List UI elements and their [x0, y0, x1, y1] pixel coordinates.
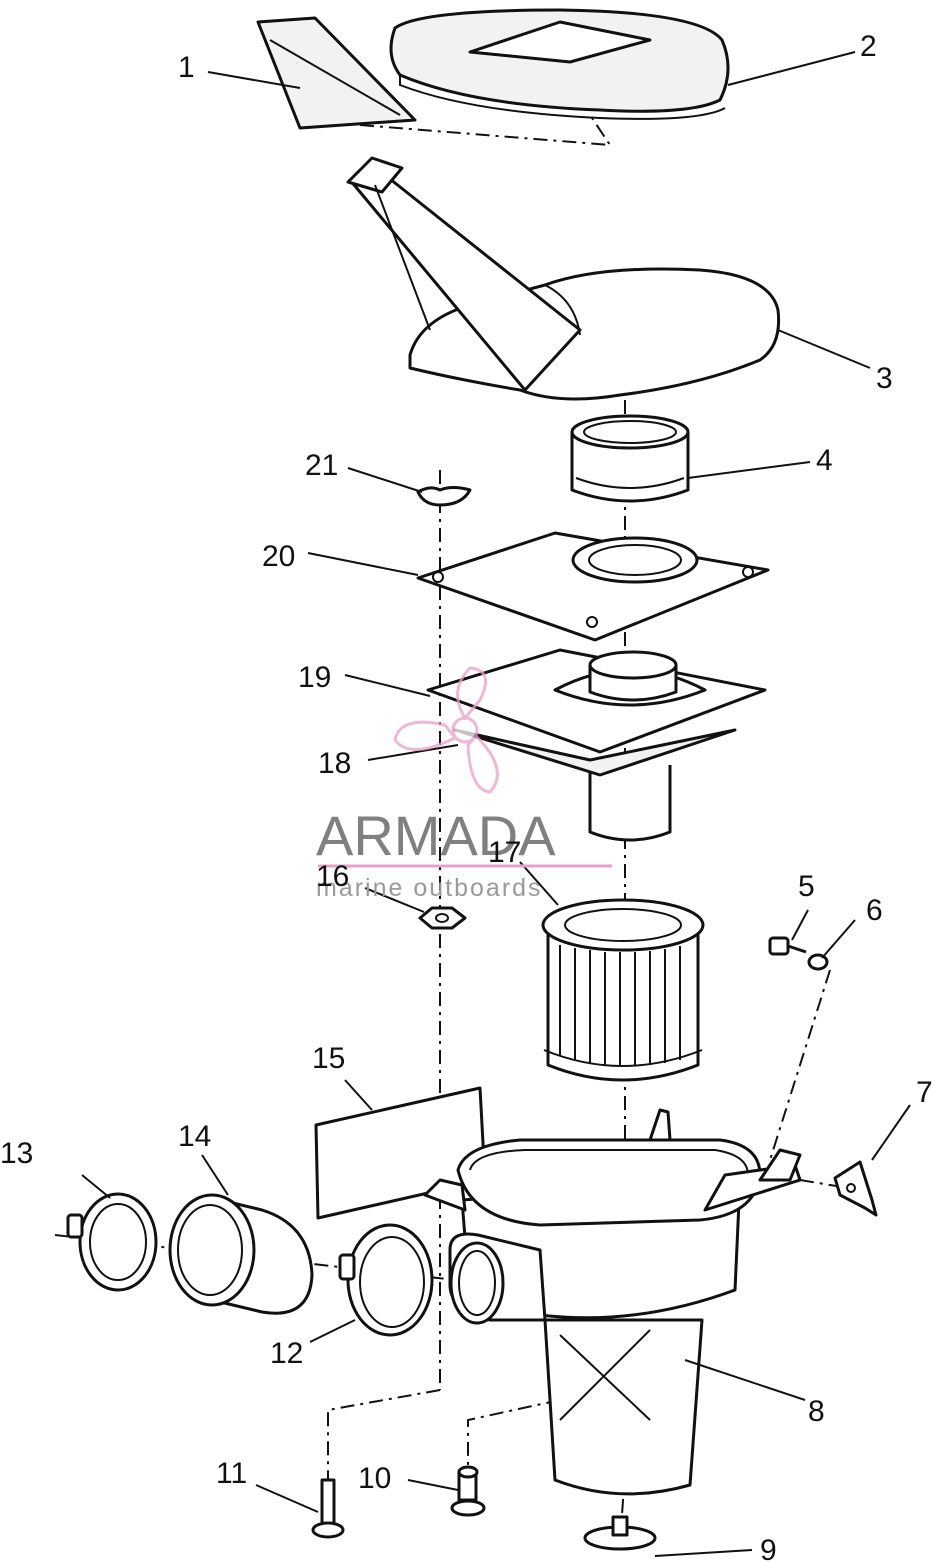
part-10-grommet: [450, 1465, 486, 1517]
part-3-intake-cover: [346, 156, 781, 401]
part-20-top-plate: [416, 531, 770, 642]
callout-labels: 1 2 3 4 5 6 7 8 9 10 11 12 13 14 15 16 1…: [0, 30, 933, 1562]
part-18-gasket: [453, 728, 737, 777]
part-6-washer: [807, 953, 829, 971]
part-16-hex-nut: [418, 906, 467, 930]
leader-lines: [81, 51, 911, 1557]
watermark-tagline: marine outboards: [316, 874, 543, 902]
callout-18: 18: [318, 747, 351, 780]
callout-2: 2: [860, 30, 877, 63]
callout-3: 3: [876, 362, 893, 395]
callout-11: 11: [216, 1457, 247, 1490]
callout-4: 4: [816, 444, 833, 477]
callout-16: 16: [316, 860, 349, 893]
callout-19: 19: [298, 661, 331, 694]
part-2-foam-seal: [389, 8, 730, 120]
callout-7: 7: [916, 1076, 933, 1109]
part-4-rubber-coupler: [570, 414, 690, 503]
callout-5: 5: [798, 870, 815, 903]
propeller-logo: [393, 666, 499, 794]
callout-1: 1: [178, 51, 195, 84]
callout-9: 9: [760, 1534, 777, 1562]
callout-8: 8: [808, 1395, 825, 1428]
armada-watermark: ARMADA marine outboards: [316, 666, 612, 902]
callout-15: 15: [312, 1042, 345, 1075]
part-5-screw: [768, 936, 807, 956]
part-11-bolt: [311, 1478, 345, 1539]
part-14-intake-adapter: [168, 1193, 314, 1315]
part-8-airbox-housing: [423, 1108, 802, 1496]
part-1-foam-pad: [256, 16, 417, 130]
callout-17: 17: [488, 836, 521, 869]
part-21-wing-nut: [416, 486, 472, 507]
callout-12: 12: [270, 1337, 303, 1370]
part-17-filter-element: [541, 898, 705, 1082]
callout-13: 13: [0, 1137, 33, 1170]
callout-20: 20: [262, 540, 295, 573]
callout-10: 10: [358, 1462, 391, 1495]
callout-21: 21: [305, 449, 338, 482]
callout-6: 6: [866, 894, 883, 927]
callout-14: 14: [178, 1120, 211, 1153]
part-13-clamp: [66, 1192, 158, 1292]
part-7-bracket: [833, 1160, 878, 1217]
part-12-hose-clamp: [338, 1223, 434, 1337]
watermark-brand: ARMADA: [316, 804, 556, 867]
part-9-drain-plug: [583, 1515, 657, 1551]
part-19-housing-cover: [426, 648, 767, 842]
